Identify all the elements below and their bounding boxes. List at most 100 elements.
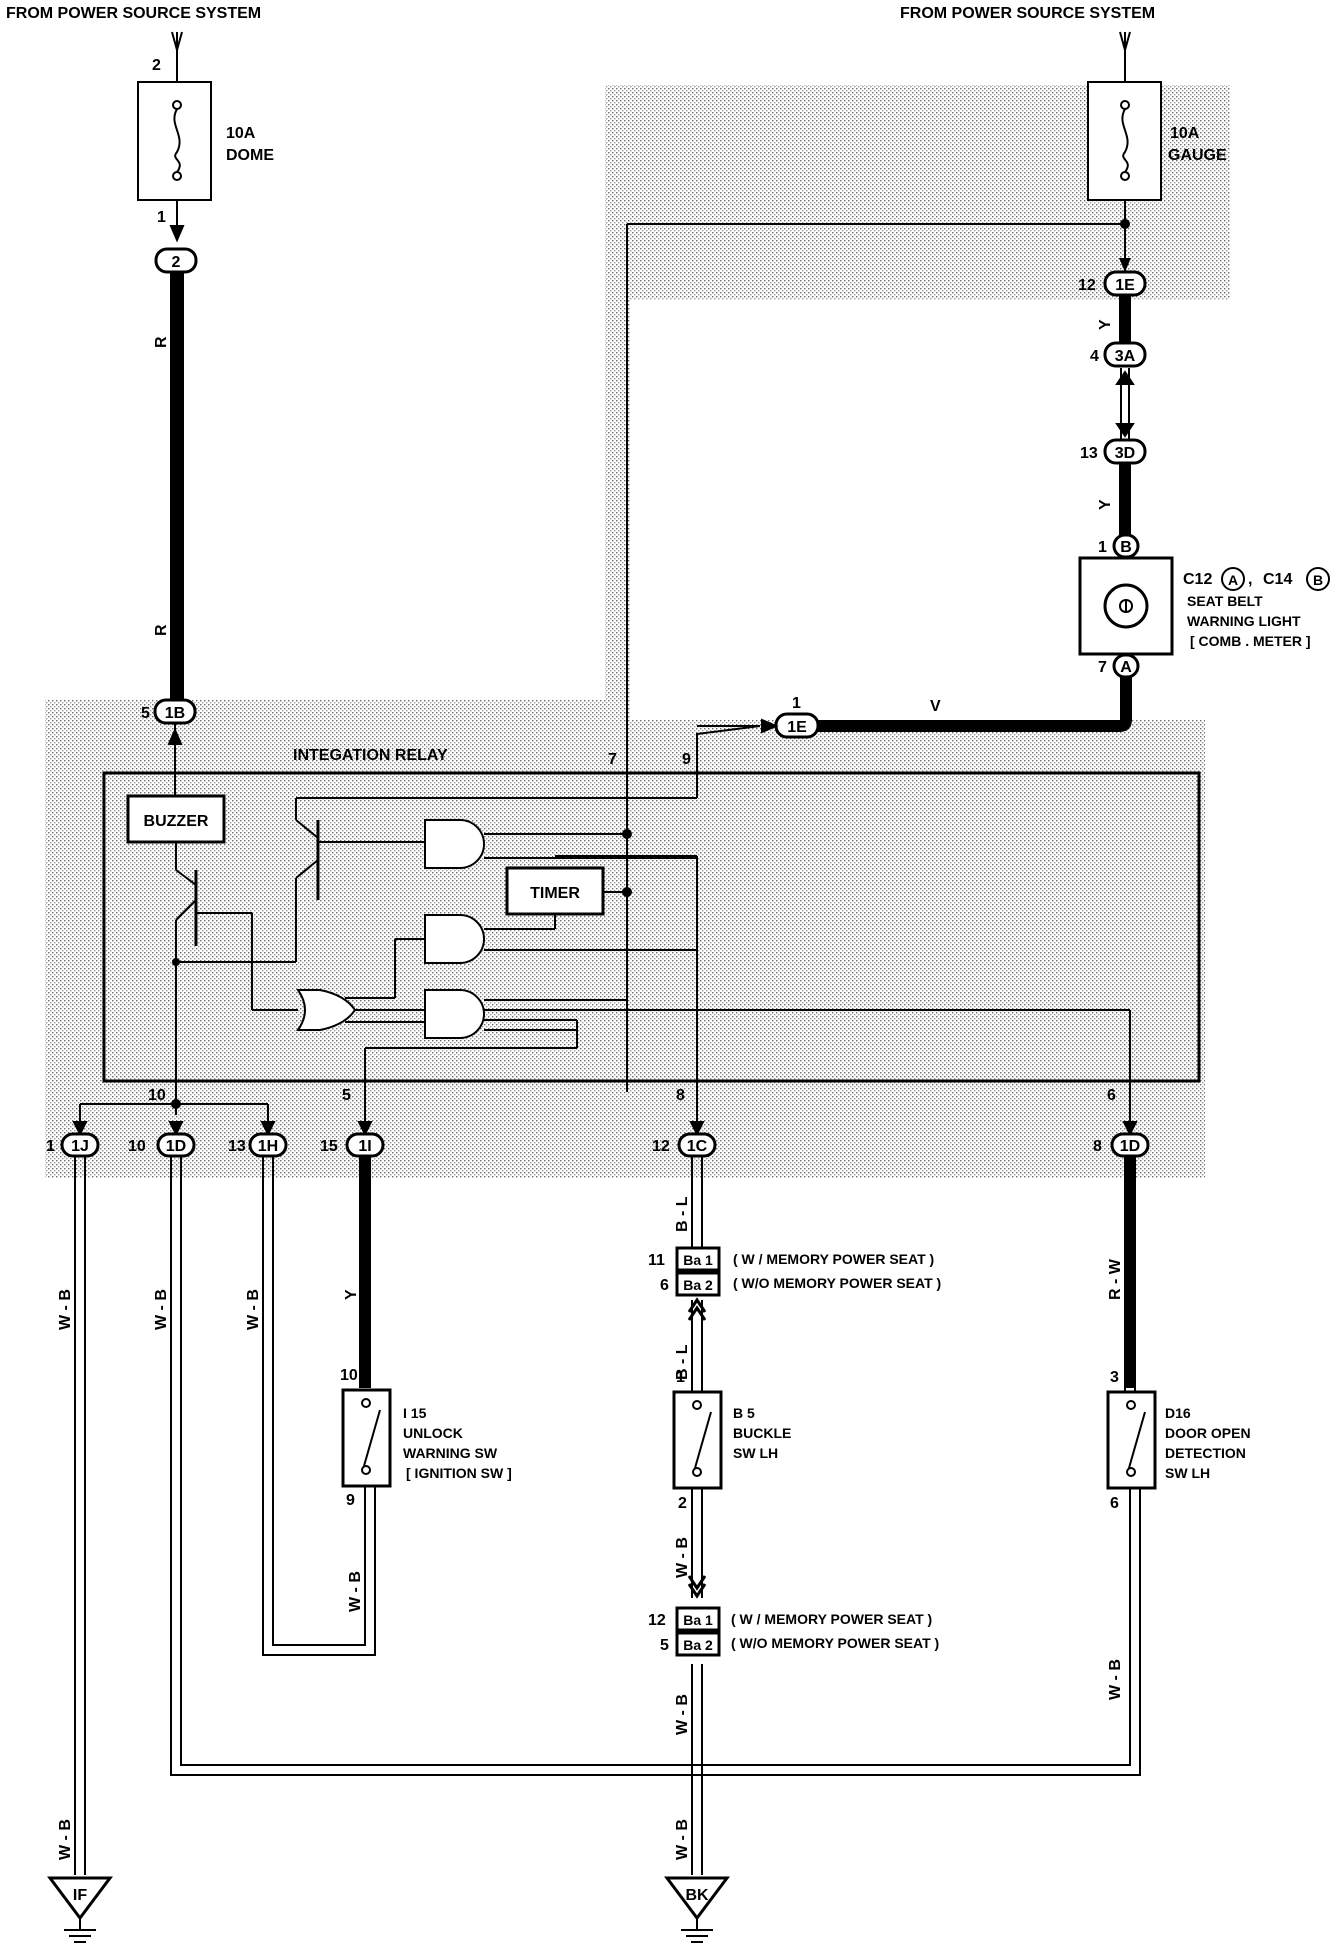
- wire-label-r2: R: [153, 624, 170, 636]
- svg-text:Ba 2: Ba 2: [683, 1277, 713, 1293]
- svg-text:1I: 1I: [358, 1138, 371, 1155]
- wire-label-wb4: W - B: [347, 1571, 364, 1612]
- wire-label-wb6: W - B: [674, 1694, 691, 1735]
- light-badge-b-circle: [1306, 567, 1330, 591]
- relay-8-line: [627, 855, 698, 1132]
- i15-line2: WARNING SW: [403, 1445, 498, 1461]
- note-top-ba1: ( W / MEMORY POWER SEAT ): [733, 1251, 934, 1267]
- svg-text:2: 2: [172, 254, 181, 271]
- wire-v: [816, 677, 1132, 732]
- ba-arrows: [687, 1297, 707, 1599]
- pin-13-3D: 13: [1080, 445, 1098, 462]
- svg-text:BUZZER: BUZZER: [144, 813, 209, 830]
- connector-1E-top: 1E: [1103, 270, 1147, 297]
- svg-text:3D: 3D: [1115, 445, 1135, 462]
- ground-bk: [664, 1876, 730, 1943]
- relay-pin-7: 7: [608, 751, 617, 768]
- relay-pin-9: 9: [682, 751, 691, 768]
- buzzer-block: BUZZER: [126, 794, 226, 844]
- b5-line2: SW LH: [733, 1445, 778, 1461]
- switch-d16: [1106, 1390, 1157, 1490]
- i15-line3: [ IGNITION SW ]: [406, 1465, 512, 1481]
- svg-text:Ba 2: Ba 2: [683, 1637, 713, 1653]
- pin-b5-2: 2: [678, 1495, 687, 1512]
- pin-4-3A: 4: [1090, 348, 1099, 365]
- connector-ba1-bot: Ba 1: [675, 1606, 721, 1632]
- light-id-a: C12: [1183, 571, 1212, 588]
- wire-label-bl2: B - L: [674, 1344, 691, 1380]
- connector-2: 2: [154, 247, 198, 274]
- wire-label-y2: Y: [1097, 499, 1114, 510]
- fuse-gauge-name: GAUGE: [1168, 147, 1227, 164]
- light-line3: [ COMB . METER ]: [1190, 633, 1311, 649]
- pin-i15-9: 9: [346, 1492, 355, 1509]
- connector-1I: 1I: [345, 1132, 385, 1158]
- pin-13-1H: 13: [228, 1138, 246, 1155]
- connector-A: A: [1112, 653, 1140, 679]
- d16-line2: DETECTION: [1165, 1445, 1246, 1461]
- wire-label-r1: R: [153, 336, 170, 348]
- pin-11-ba1: 11: [648, 1252, 665, 1269]
- relay-title: INTEGATION RELAY: [293, 747, 448, 764]
- wire-label-v: V: [930, 698, 941, 715]
- wire-label-y3: Y: [343, 1289, 360, 1300]
- integration-relay-box: [102, 771, 1201, 1083]
- pin-7-A: 7: [1098, 659, 1107, 676]
- relay-pin-5: 5: [342, 1087, 351, 1104]
- i15-line1: UNLOCK: [403, 1425, 463, 1441]
- svg-text:1B: 1B: [165, 705, 185, 722]
- fuse-dome: [137, 31, 212, 243]
- wire-label-y1: Y: [1097, 319, 1114, 330]
- fuse-dome-name: DOME: [226, 147, 274, 164]
- timer-block: TIMER: [505, 866, 605, 916]
- pin-8-1D: 8: [1093, 1138, 1102, 1155]
- seat-belt-warning-light: [1078, 556, 1174, 656]
- wire-label-wb5: W - B: [674, 1537, 691, 1578]
- relay-pin-8: 8: [676, 1087, 685, 1104]
- relay-logic: [172, 780, 1131, 1132]
- svg-text:Ba 1: Ba 1: [683, 1612, 713, 1628]
- d16-line1: DOOR OPEN: [1165, 1425, 1251, 1441]
- connector-1D-left: 1D: [156, 1132, 196, 1158]
- wire-r: [170, 272, 184, 700]
- wire-feed-relay7: [626, 200, 1130, 1092]
- fuse-gauge: [1087, 31, 1162, 201]
- connector-pair-3A-3D: [1115, 368, 1135, 440]
- light-sep: ,: [1248, 571, 1252, 588]
- wire-label-bl1: B - L: [674, 1196, 691, 1232]
- wire-label-rw: R - W: [1107, 1258, 1124, 1300]
- ground-bk-label: BK: [685, 1887, 709, 1904]
- pin-d16-6: 6: [1110, 1495, 1119, 1512]
- svg-text:1E: 1E: [787, 719, 807, 736]
- relay-pin-6: 6: [1107, 1087, 1116, 1104]
- pin-5-1B: 5: [141, 705, 150, 722]
- ground-wires: [74, 1156, 1141, 1875]
- svg-text:1D: 1D: [166, 1138, 186, 1155]
- pin-1-B: 1: [1098, 539, 1107, 556]
- wire-label-wb8: W - B: [674, 1819, 691, 1860]
- pin-1-1J: 1: [46, 1138, 55, 1155]
- svg-text:B: B: [1120, 539, 1132, 556]
- ground-if: [47, 1876, 113, 1943]
- relay9-feed: [696, 718, 779, 797]
- source-label-left: FROM POWER SOURCE SYSTEM: [6, 5, 261, 22]
- wire-label-wb3: W - B: [245, 1289, 262, 1330]
- pin-b5-1: 1: [676, 1369, 685, 1386]
- svg-text:1D: 1D: [1120, 1138, 1140, 1155]
- light-line1: SEAT BELT: [1187, 593, 1263, 609]
- source-label-right: FROM POWER SOURCE SYSTEM: [900, 5, 1155, 22]
- pin-1-1E: 1: [792, 695, 801, 712]
- pin-d16-3: 3: [1110, 1369, 1119, 1386]
- connector-1D-right: 1D: [1110, 1132, 1150, 1158]
- light-badge-a-circle: [1221, 567, 1245, 591]
- d16-line3: SW LH: [1165, 1465, 1210, 1481]
- svg-text:1H: 1H: [258, 1138, 278, 1155]
- wire-label-wb9: W - B: [1107, 1659, 1124, 1700]
- relay-pin-10: 10: [148, 1087, 166, 1104]
- pin-5-ba2: 5: [660, 1637, 669, 1654]
- connector-B: B: [1112, 533, 1140, 559]
- note-bot-ba1: ( W / MEMORY POWER SEAT ): [731, 1611, 932, 1627]
- connector-ba1-top: Ba 1: [675, 1246, 721, 1272]
- wire-label-wb1: W - B: [57, 1289, 74, 1330]
